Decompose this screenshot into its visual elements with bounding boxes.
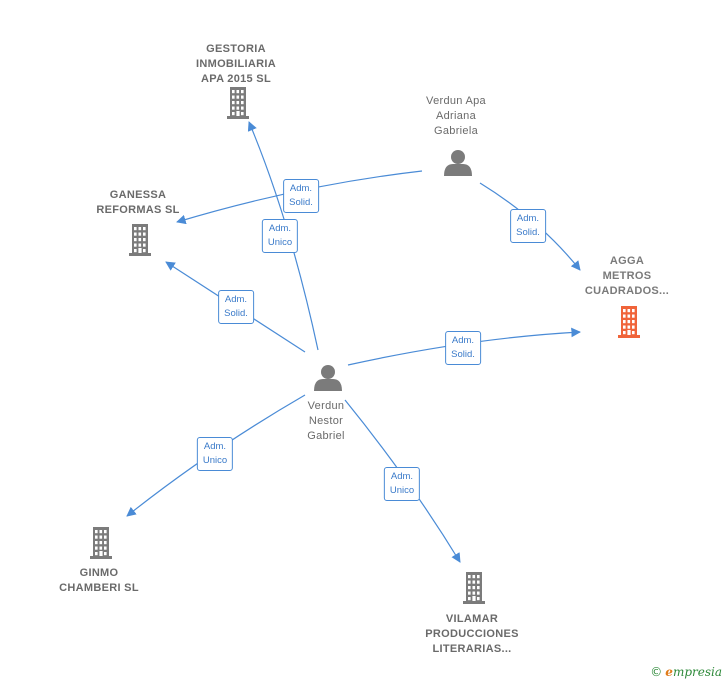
edge-label-verdun_nestor-to-ginmo[interactable]: Adm. Unico [196,437,234,471]
edge-label-verdun_apa-to-ganessa[interactable]: Adm. Solid. [283,179,319,213]
edge-label-verdun_nestor-to-ganessa[interactable]: Adm. Solid. [218,290,254,324]
building-icon-gestoria[interactable] [227,87,249,119]
edge-label-verdun_nestor-to-vilamar[interactable]: Adm. Unico [383,467,421,501]
edge-label-verdun_apa-to-agga[interactable]: Adm. Solid. [510,209,546,243]
building-icon-vilamar[interactable] [463,572,485,604]
node-label-vilamar[interactable]: VILAMAR PRODUCCIONES LITERARIAS... [425,613,519,655]
edge-label-verdun_nestor-to-agga[interactable]: Adm. Solid. [445,331,481,365]
copyright-symbol: © [650,665,663,679]
building-icon-ginmo[interactable] [90,527,112,559]
person-icon-verdun_apa[interactable] [444,150,472,176]
building-icon-ganessa[interactable] [129,224,151,256]
edge-label-verdun_nestor-to-gestoria[interactable]: Adm. Unico [261,219,299,253]
node-label-verdun_apa[interactable]: Verdun Apa Adriana Gabriela [426,95,486,137]
brand-rest: mpresia [672,665,722,679]
brand-e: e [665,665,673,679]
person-icon-verdun_nestor[interactable] [314,365,342,391]
empresia-logo[interactable]: ©empresia [650,665,722,679]
node-label-verdun_nestor[interactable]: Verdun Nestor Gabriel [307,400,345,442]
building-icon-agga[interactable] [618,306,640,338]
node-label-ginmo[interactable]: GINMO CHAMBERI SL [59,567,139,594]
node-label-ganessa[interactable]: GANESSA REFORMAS SL [96,189,180,216]
node-label-agga[interactable]: AGGA METROS CUADRADOS... [584,255,670,297]
node-label-gestoria[interactable]: GESTORIA INMOBILIARIA APA 2015 SL [196,43,276,85]
